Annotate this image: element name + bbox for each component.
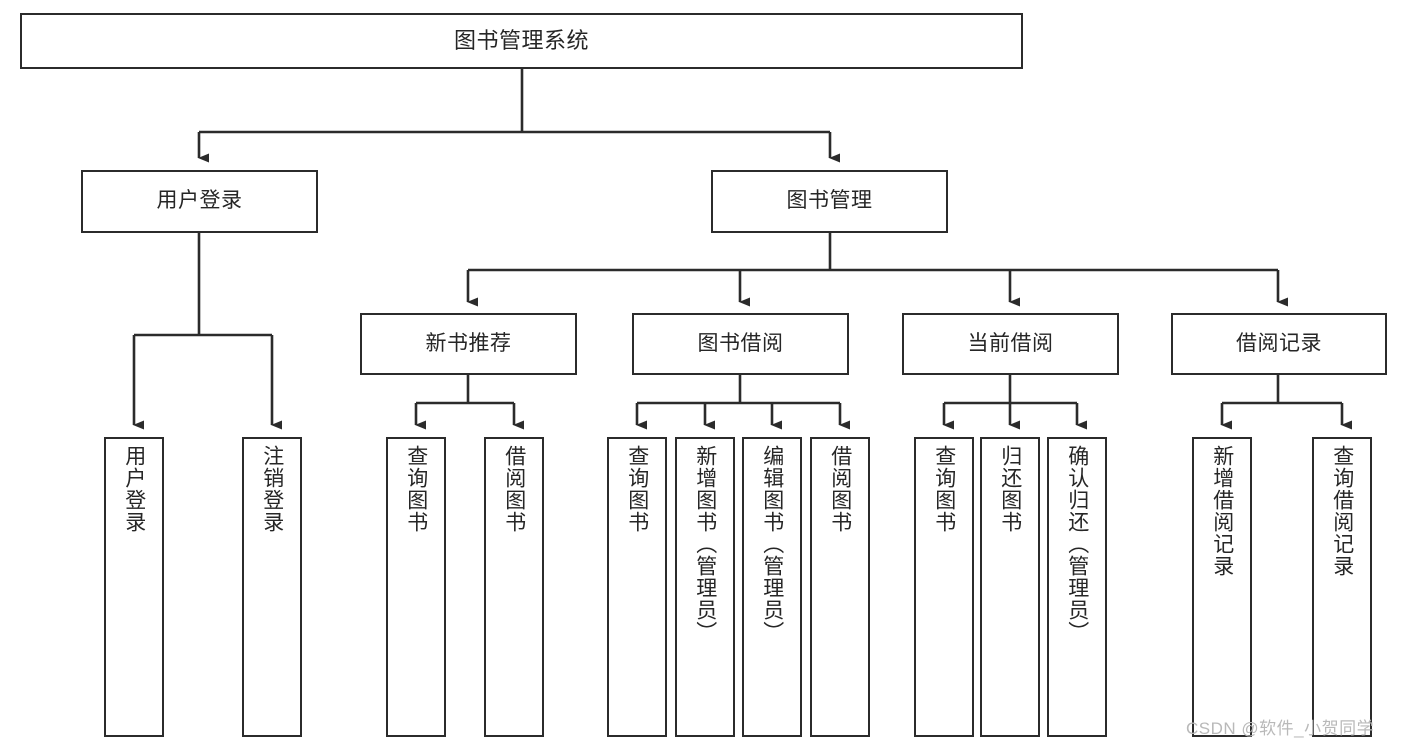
node-leaf-logout[interactable]: 注销登录 — [242, 437, 302, 737]
node-user-login[interactable]: 用户登录 — [81, 170, 318, 233]
node-leaf-add-borrow-record[interactable]: 新增借阅记录 — [1192, 437, 1252, 737]
node-leaf-add-book-admin[interactable]: 新增图书（管理员） — [675, 437, 735, 737]
node-label: 当前借阅 — [967, 331, 1054, 355]
node-leaf-edit-book-admin[interactable]: 编辑图书（管理员） — [742, 437, 802, 737]
node-label: 新书推荐 — [425, 331, 512, 355]
csdn-watermark: CSDN @软件_小贺同学 — [1186, 719, 1375, 738]
node-label: 查询借阅记录 — [1330, 445, 1354, 577]
node-current-borrow[interactable]: 当前借阅 — [902, 313, 1119, 375]
node-book-management[interactable]: 图书管理 — [711, 170, 948, 233]
node-leaf-confirm-return-admin[interactable]: 确认归还（管理员） — [1047, 437, 1107, 737]
node-label: 注销登录 — [260, 445, 284, 533]
node-label: 查询图书 — [932, 445, 956, 533]
node-new-book-recommend[interactable]: 新书推荐 — [360, 313, 577, 375]
node-label: 借阅图书 — [828, 445, 852, 533]
node-leaf-query-borrow-record[interactable]: 查询借阅记录 — [1312, 437, 1372, 737]
node-label: 图书借阅 — [697, 331, 784, 355]
node-leaf-query-book-recommend[interactable]: 查询图书 — [386, 437, 446, 737]
node-label: 图书管理系统 — [453, 28, 589, 54]
node-label: 查询图书 — [404, 445, 428, 533]
node-leaf-borrow-book-recommend[interactable]: 借阅图书 — [484, 437, 544, 737]
node-label: 确认归还（管理员） — [1065, 445, 1089, 643]
node-borrow-record[interactable]: 借阅记录 — [1171, 313, 1387, 375]
node-book-borrow[interactable]: 图书借阅 — [632, 313, 849, 375]
node-label: 查询图书 — [625, 445, 649, 533]
node-leaf-query-book-current[interactable]: 查询图书 — [914, 437, 974, 737]
node-label: 图书管理 — [786, 189, 873, 213]
node-leaf-borrow-book[interactable]: 借阅图书 — [810, 437, 870, 737]
node-root-book-management-system[interactable]: 图书管理系统 — [20, 13, 1023, 69]
node-label: 用户登录 — [122, 445, 146, 533]
node-label: 用户登录 — [156, 189, 243, 213]
node-label: 新增图书（管理员） — [693, 445, 717, 643]
node-leaf-query-book-borrow[interactable]: 查询图书 — [607, 437, 667, 737]
node-leaf-user-login[interactable]: 用户登录 — [104, 437, 164, 737]
node-leaf-return-book[interactable]: 归还图书 — [980, 437, 1040, 737]
node-label: 新增借阅记录 — [1210, 445, 1234, 577]
node-label: 借阅图书 — [502, 445, 526, 533]
node-label: 编辑图书（管理员） — [760, 445, 784, 643]
node-label: 归还图书 — [998, 445, 1022, 533]
node-label: 借阅记录 — [1236, 331, 1322, 355]
